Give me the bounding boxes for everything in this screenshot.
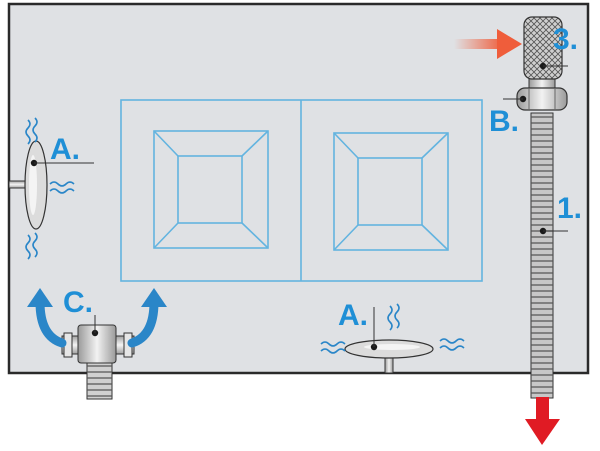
label-three: 3. bbox=[553, 23, 578, 56]
drain-hose bbox=[530, 112, 568, 399]
knurled-cap bbox=[523, 16, 568, 80]
label-b: B. bbox=[489, 105, 519, 138]
label-a-left: A. bbox=[50, 133, 80, 166]
up-arrow-icon bbox=[35, 297, 159, 348]
bottom-diffuser bbox=[344, 307, 434, 374]
up-arrow-icon bbox=[27, 288, 167, 307]
inlet-arrow-icon bbox=[454, 29, 522, 59]
label-one: 1. bbox=[557, 192, 582, 225]
label-c: C. bbox=[63, 286, 93, 319]
coupling bbox=[503, 75, 568, 111]
label-a-bottom: A. bbox=[338, 299, 368, 332]
window-frame bbox=[120, 99, 483, 282]
down-arrow-icon bbox=[525, 397, 560, 445]
left-diffuser bbox=[8, 140, 94, 230]
panel bbox=[7, 2, 590, 375]
